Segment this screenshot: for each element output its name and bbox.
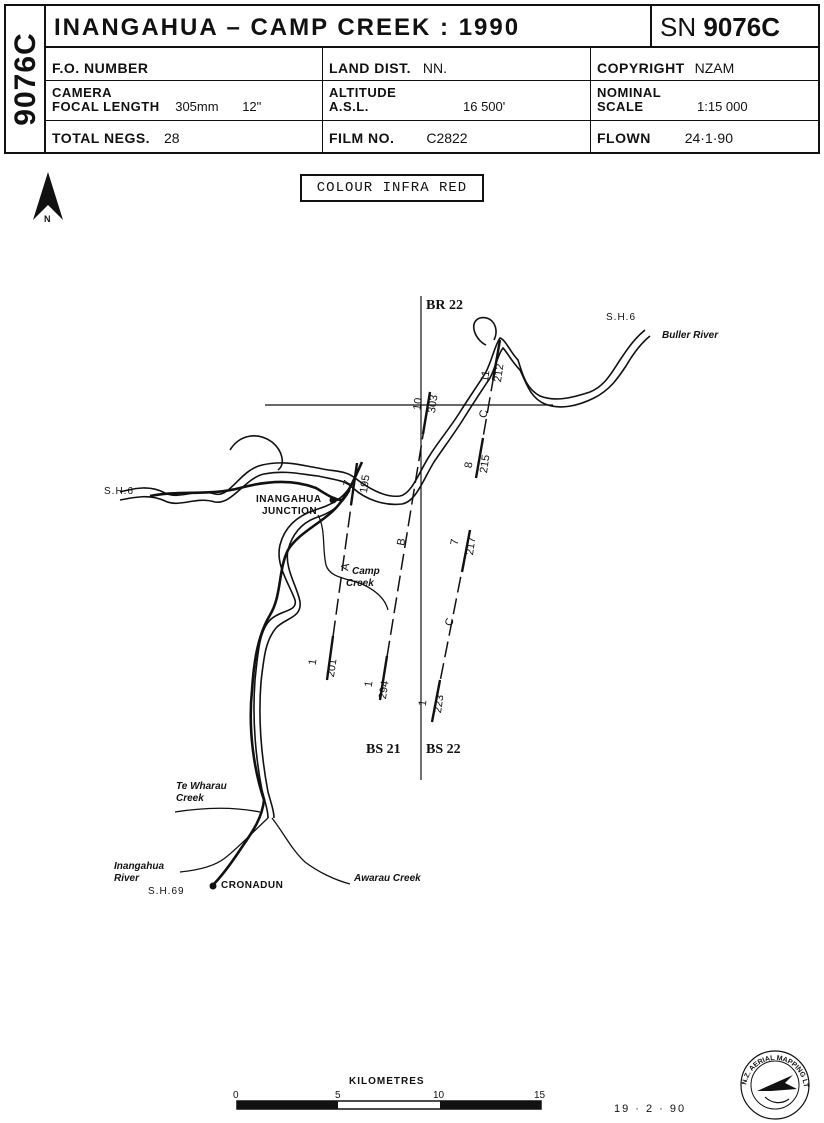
flown-value: 24·1·90: [684, 130, 733, 146]
altitude-value: 16 500': [463, 99, 506, 114]
sheet-ref-br22: BR 22: [426, 298, 463, 313]
film-no-label: FILM NO.: [329, 130, 395, 146]
road-label-sh6-east: S.H.6: [606, 312, 637, 323]
awarau-creek: [271, 817, 351, 885]
river-label-camp-creek: Creek: [346, 578, 374, 589]
copyright-label: COPYRIGHT: [597, 60, 685, 76]
total-negs-cell: TOTAL NEGS. 28: [46, 121, 322, 152]
place-label-junction: JUNCTION: [262, 506, 318, 517]
total-negs-value: 28: [163, 130, 180, 146]
road-label-sh6-west: S.H.6: [104, 486, 135, 497]
run-c-seg2-end-frame: 11: [478, 369, 493, 383]
sn-prefix: SN: [660, 12, 697, 42]
land-dist-label: LAND DIST.: [329, 60, 411, 76]
river-label-inangahua: Inangahua: [114, 861, 165, 872]
run-c-seg1-end-print: 217: [463, 536, 479, 556]
film-no-value: C2822: [426, 130, 468, 146]
film-type-box: COLOUR INFRA RED: [300, 174, 484, 202]
total-negs-label: TOTAL NEGS.: [52, 130, 151, 146]
scale-value: 1:15 000: [697, 99, 748, 114]
river-label-te-wharau: Te Wharau: [176, 781, 227, 792]
river-label-inangahua-river: River: [114, 873, 140, 884]
run-b-end-tick: [421, 391, 432, 435]
vertical-sheet-code: 9076C: [6, 6, 46, 152]
flight-runs: [325, 339, 502, 723]
focal-length-mm: 305mm: [175, 99, 219, 114]
run-a-end-print: 195: [357, 474, 373, 494]
river-label-awarau: Awarau Creek: [354, 873, 421, 884]
nz-aerial-mapping-logo: N.Z. AERIAL MAPPING LTD.: [740, 1050, 810, 1120]
state-highway: [149, 461, 364, 887]
scale-tick-10: 10: [433, 1090, 445, 1101]
focal-length-in: 12": [242, 99, 262, 114]
run-a-end-tick: [349, 462, 359, 506]
run-b-end-print: 303: [425, 394, 441, 414]
north-arrow-icon: [33, 172, 63, 220]
buller-river: [119, 316, 651, 506]
scale-tick-5: 5: [335, 1090, 341, 1101]
copyright-cell: COPYRIGHT NZAM: [590, 48, 818, 81]
scale-tick-15: 15: [534, 1090, 546, 1101]
altitude-cell: ALTITUDE A.S.L. 16 500': [322, 81, 590, 121]
focal-length-label: FOCAL LENGTH: [52, 99, 160, 114]
scale-tick-0: 0: [233, 1090, 239, 1101]
map-title: INANGAHUA – CAMP CREEK : 1990: [46, 6, 650, 48]
cronadun-marker: [209, 882, 217, 890]
run-b-start-tick: [378, 655, 389, 701]
run-c-seg2-start-print: 215: [477, 454, 493, 474]
flown-label: FLOWN: [597, 130, 651, 146]
run-c-start-tick: [430, 679, 442, 723]
river-label-te-wharau-creek: Creek: [176, 793, 204, 804]
place-label-inangahua: INANGAHUA: [256, 494, 322, 505]
inangahua-junction-marker: [329, 496, 337, 504]
run-b-start-print: 294: [376, 680, 392, 700]
sheet-ref-bs21: BS 21: [366, 742, 401, 757]
camera-cell: CAMERA FOCAL LENGTH 305mm 12": [46, 81, 322, 121]
river-label-buller: Buller River: [662, 330, 719, 341]
copyright-value: NZAM: [694, 60, 735, 76]
river-label-camp: Camp: [352, 566, 380, 577]
run-c-seg1-end-tick: [460, 529, 472, 573]
place-label-cronadun: CRONADUN: [221, 880, 284, 891]
sheet-ref-bs22: BS 22: [426, 742, 461, 757]
flight-plan-map: N.Z. AERIAL MAPPING LTD.: [33, 172, 810, 1120]
scale-bar: [236, 1100, 542, 1110]
run-c-start-print: 223: [431, 694, 447, 714]
scale-label: SCALE: [597, 99, 644, 114]
run-c-seg2-start-tick: [474, 437, 485, 479]
run-c-seg2-end-print: 212: [491, 363, 507, 383]
fo-number-cell: F.O. NUMBER: [46, 48, 322, 81]
scale-bar-title: KILOMETRES: [349, 1076, 425, 1087]
te-wharau-creek: [174, 807, 261, 813]
north-label: N: [44, 214, 51, 224]
fo-number-label: F.O. NUMBER: [52, 60, 149, 76]
info-grid: F.O. NUMBER LAND DIST. NN. COPYRIGHT NZA…: [46, 48, 818, 152]
inangahua-river-lower: [179, 817, 269, 873]
sheet-number: SN 9076C: [650, 6, 818, 48]
compiled-date: 19 · 2 · 90: [614, 1103, 687, 1115]
run-b-end-frame: 10: [411, 397, 425, 411]
vertical-code-text: 9076C: [9, 32, 42, 126]
camera-label: CAMERA: [52, 85, 113, 100]
land-dist-cell: LAND DIST. NN.: [322, 48, 590, 81]
inangahua-river: [253, 477, 356, 819]
altitude-label: ALTITUDE: [329, 85, 397, 100]
film-no-cell: FILM NO. C2822: [322, 121, 590, 152]
road-label-sh69: S.H.69: [148, 886, 185, 897]
camp-creek: [317, 514, 389, 611]
nominal-label: NOMINAL: [597, 85, 662, 100]
asl-label: A.S.L.: [329, 99, 369, 114]
scale-cell: NOMINAL SCALE 1:15 000: [590, 81, 818, 121]
sheet-header: 9076C INANGAHUA – CAMP CREEK : 1990 SN 9…: [4, 4, 820, 154]
land-dist-value: NN.: [422, 60, 448, 76]
run-b-line: [379, 391, 431, 701]
run-a-start-tick: [325, 635, 335, 681]
run-c-seg2-end-tick: [491, 339, 502, 381]
sn-number: 9076C: [703, 12, 780, 42]
flown-cell: FLOWN 24·1·90: [590, 121, 818, 152]
run-a-start-print: 201: [324, 658, 340, 678]
